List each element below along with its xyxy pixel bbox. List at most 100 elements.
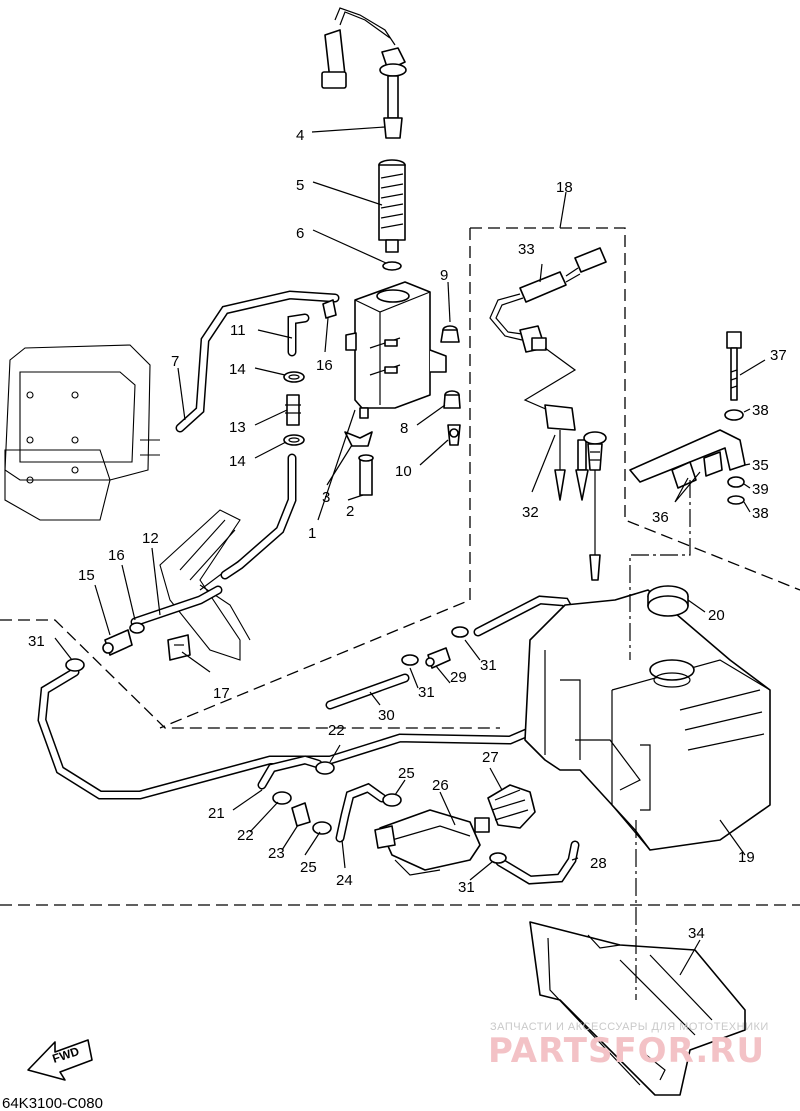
hose-11 [287, 313, 310, 357]
filter-element-5 [378, 159, 406, 253]
hose-return-line [175, 290, 340, 433]
callout-29: 29 [450, 669, 467, 686]
callout-13: 13 [229, 419, 246, 436]
callout-26: 26 [432, 777, 449, 794]
hose-24 [335, 782, 387, 843]
clip-16-upper [322, 299, 337, 319]
callout-28: 28 [590, 855, 607, 872]
hose-lower-13 [220, 453, 297, 580]
bracket-3 [344, 431, 373, 447]
forward-arrow-icon: FWD [27, 1039, 93, 1081]
clamp-31-pump [489, 852, 507, 864]
callout-24: 24 [336, 872, 353, 889]
callout-18: 18 [556, 179, 573, 196]
sensor-32 [544, 404, 589, 501]
callout-36: 36 [652, 509, 669, 526]
group-outline-oil-tank-assembly [0, 227, 800, 729]
callout-8: 8 [400, 420, 408, 437]
callout-15: 15 [78, 567, 95, 584]
callout-31-middle: 31 [418, 684, 435, 701]
bracket-35 [629, 429, 746, 489]
filter-cap-27 [487, 784, 536, 829]
leader-lines [54, 126, 766, 976]
callout-7: 7 [171, 353, 179, 370]
callout-16-upper: 16 [316, 357, 333, 374]
callout-23: 23 [268, 845, 285, 862]
joint-13 [285, 394, 301, 426]
callout-33: 33 [518, 241, 535, 258]
callout-14-lower: 14 [229, 453, 246, 470]
callout-25-upper: 25 [398, 765, 415, 782]
callout-31-left: 31 [28, 633, 45, 650]
callout-34: 34 [688, 925, 705, 942]
bolt-37 [726, 331, 742, 401]
frame-rail-ghost [159, 509, 251, 661]
clamp-22-upper [315, 761, 335, 775]
clamp-25-lower [312, 821, 332, 835]
hose-28 [495, 840, 580, 885]
hose-12 [130, 585, 223, 627]
callout-37: 37 [770, 347, 787, 364]
o-ring-6 [382, 261, 402, 271]
hose-30 [325, 673, 410, 710]
grommet-17 [167, 634, 191, 661]
callout-3: 3 [322, 489, 330, 506]
callout-4: 4 [296, 127, 304, 144]
nut-39 [727, 476, 745, 488]
callout-21: 21 [208, 805, 225, 822]
callout-1: 1 [308, 525, 316, 542]
callout-9: 9 [440, 267, 448, 284]
callout-19: 19 [738, 849, 755, 866]
reservoir-1 [345, 281, 447, 419]
callout-11: 11 [230, 322, 246, 339]
callout-25-lower: 25 [300, 859, 317, 876]
callout-14-upper: 14 [229, 361, 246, 378]
callout-39: 39 [752, 481, 769, 498]
callout-20: 20 [708, 607, 725, 624]
callout-16-lower: 16 [108, 547, 125, 564]
level-sensor-4 [321, 7, 407, 139]
clip-16-lower [129, 622, 145, 634]
tank-cap-20 [647, 585, 689, 617]
diagram-code: 64K3100-C080 [2, 1095, 103, 1111]
callout-35: 35 [752, 457, 769, 474]
fuel-tank-19 [524, 589, 771, 851]
clamp-25-upper [382, 793, 402, 807]
watermark-brand: PARTSFOR.RU [488, 1031, 765, 1071]
clamp-31-upper [451, 626, 469, 638]
joint-29 [425, 647, 451, 669]
bolt-10 [447, 424, 461, 446]
callout-27: 27 [482, 749, 499, 766]
callout-10: 10 [395, 463, 412, 480]
clamp-31-hose-30 [401, 654, 419, 666]
joint-15 [102, 629, 133, 656]
watermark-caption: ЗАПЧАСТИ И АКСЕССУАРЫ ДЛЯ МОТОТЕХНИКИ [490, 1021, 769, 1033]
washer-38-lower [727, 495, 745, 505]
fuel-pump-26 [374, 809, 490, 876]
tank-bracket-34 [529, 921, 746, 1096]
callout-32: 32 [522, 504, 539, 521]
callout-22-upper: 22 [328, 722, 345, 739]
callout-38-upper: 38 [752, 402, 769, 419]
collar-2 [358, 454, 374, 496]
callout-22-lower: 22 [237, 827, 254, 844]
callout-5: 5 [296, 177, 304, 194]
hose-main-feed [37, 667, 550, 800]
clamp-14-upper [283, 371, 305, 383]
clamp-22-lower [272, 791, 292, 805]
washer-38-upper [724, 409, 744, 421]
hose-21 [257, 755, 323, 790]
callout-31-upper: 31 [480, 657, 497, 674]
callout-6: 6 [296, 225, 304, 242]
engine-cowling-ghost [4, 344, 160, 521]
part-callouts: 1 2 3 4 5 6 7 8 9 10 11 12 13 14 14 15 1… [28, 127, 787, 942]
grommet-9 [440, 325, 460, 343]
joint-23 [291, 802, 311, 827]
callout-17: 17 [213, 685, 230, 702]
harness-33 [489, 247, 607, 411]
grommet-8 [443, 390, 461, 409]
clamp-14-lower [283, 434, 305, 446]
callout-12: 12 [142, 530, 159, 547]
callout-30: 30 [378, 707, 395, 724]
callout-2: 2 [346, 503, 354, 520]
